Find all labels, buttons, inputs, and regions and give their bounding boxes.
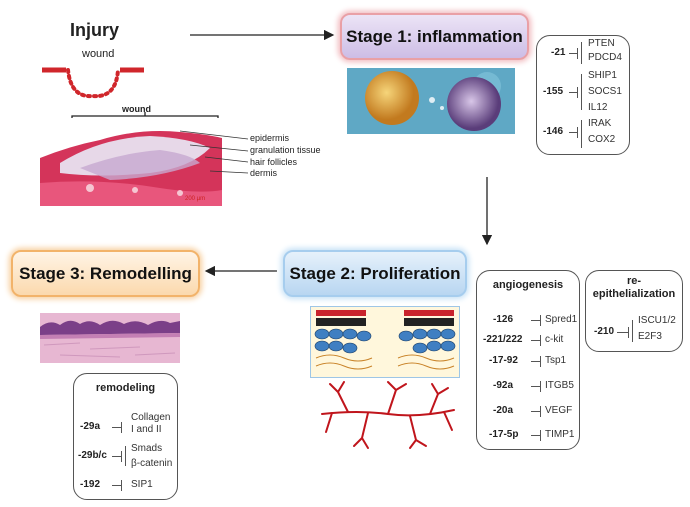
target-label: IRAK <box>588 118 612 129</box>
stage1-inflammation: Stage 1: inflammation <box>340 13 529 60</box>
layer-label-granulation: granulation tissue <box>250 145 321 155</box>
target-label: TIMP1 <box>545 429 575 440</box>
inhibition-arrow <box>617 327 629 338</box>
wound-label-top: wound <box>82 48 115 60</box>
immune-cells-image <box>347 68 515 134</box>
target-label: ITGB5 <box>545 380 574 391</box>
mirna-label: -17-92 <box>489 355 518 366</box>
mirna-label: -146 <box>543 126 564 137</box>
angiogenesis-box: angiogenesis -126 Spred1 -221/222 c-kit … <box>476 270 580 450</box>
target-label: E2F3 <box>638 331 662 342</box>
target-label: PDCD4 <box>588 52 622 63</box>
mirna-label: -21 <box>551 47 566 58</box>
mirna-label: -210 <box>594 326 615 337</box>
target-bracket <box>581 74 582 110</box>
reepithelialization-box: re- epithelialization -210 ISCU1/2 E2F3 <box>585 270 683 352</box>
target-label: COX2 <box>588 134 616 145</box>
target-bracket <box>632 320 633 342</box>
layer-label-dermis: dermis <box>250 168 278 178</box>
reepi-title-line1: re- <box>626 275 642 287</box>
remodelling-histology-image <box>40 313 180 363</box>
mirna-label: -20a <box>493 405 514 416</box>
mirna-label: -221/222 <box>483 334 523 345</box>
stage2-proliferation: Stage 2: Proliferation <box>283 250 467 297</box>
layer-label-hair-follicles: hair follicles <box>250 157 298 167</box>
target-label: c-kit <box>545 334 564 345</box>
inhibition-arrow <box>531 315 541 326</box>
stage3-remodelling: Stage 3: Remodelling <box>11 250 200 297</box>
target-bracket <box>581 42 582 64</box>
inhibition-arrow <box>112 422 122 433</box>
inhibition-arrow <box>531 430 541 441</box>
target-label: Smads <box>131 443 163 454</box>
scale-bar-label: 200 µm <box>185 196 206 202</box>
reepi-title-line2: epithelialization <box>592 288 676 300</box>
inhibition-arrow <box>569 127 578 138</box>
target-bracket <box>581 120 582 148</box>
injury-title: Injury <box>70 20 120 40</box>
mirna-label: -29b/c <box>78 450 107 461</box>
target-label: SIP1 <box>131 479 153 490</box>
layer-label-epidermis: epidermis <box>250 133 290 143</box>
target-label: ISCU1/2 <box>638 315 676 326</box>
mirna-label: -29a <box>80 421 101 432</box>
blood-vessel-image <box>321 381 455 449</box>
mirna-label: -126 <box>493 314 514 325</box>
target-label: PTEN <box>588 38 615 49</box>
remodeling-title: remodeling <box>95 382 156 394</box>
inhibition-arrow <box>531 381 541 392</box>
angiogenesis-title: angiogenesis <box>492 279 564 291</box>
inhibition-arrow <box>531 356 541 367</box>
layer-pointer-lines <box>179 130 249 174</box>
inhibition-arrow <box>569 87 578 98</box>
inhibition-arrow <box>569 48 578 59</box>
inhibition-arrow <box>531 335 541 346</box>
target-label: Collagen <box>131 412 171 423</box>
target-label: β-catenin <box>131 458 173 469</box>
mirna-label: -155 <box>543 86 564 97</box>
inhibition-arrow <box>112 451 122 462</box>
epithelium-closure-image <box>310 306 460 378</box>
target-label: IL12 <box>588 102 608 113</box>
target-label: Spred1 <box>545 314 578 325</box>
wound-schematic <box>42 67 144 99</box>
mirna-label: -192 <box>80 479 101 490</box>
target-label: I and II <box>131 424 162 435</box>
remodeling-box: remodeling -29a Collagen I and II -29b/c… <box>73 373 178 500</box>
wound-label-histo: wound <box>122 104 151 114</box>
inhibition-arrow <box>112 480 122 491</box>
skin-histology-image <box>40 118 222 206</box>
mirna-label: -17-5p <box>489 429 519 440</box>
inflammation-mirna-box: -21 PTEN PDCD4 -155 SHIP1 SOCS1 IL12 -14… <box>536 35 630 155</box>
target-label: SHIP1 <box>588 70 617 81</box>
mirna-label: -92a <box>493 380 514 391</box>
target-bracket <box>125 446 126 466</box>
target-label: VEGF <box>545 405 573 416</box>
target-label: SOCS1 <box>588 86 622 97</box>
target-label: Tsp1 <box>545 355 567 366</box>
inhibition-arrow <box>531 406 541 417</box>
